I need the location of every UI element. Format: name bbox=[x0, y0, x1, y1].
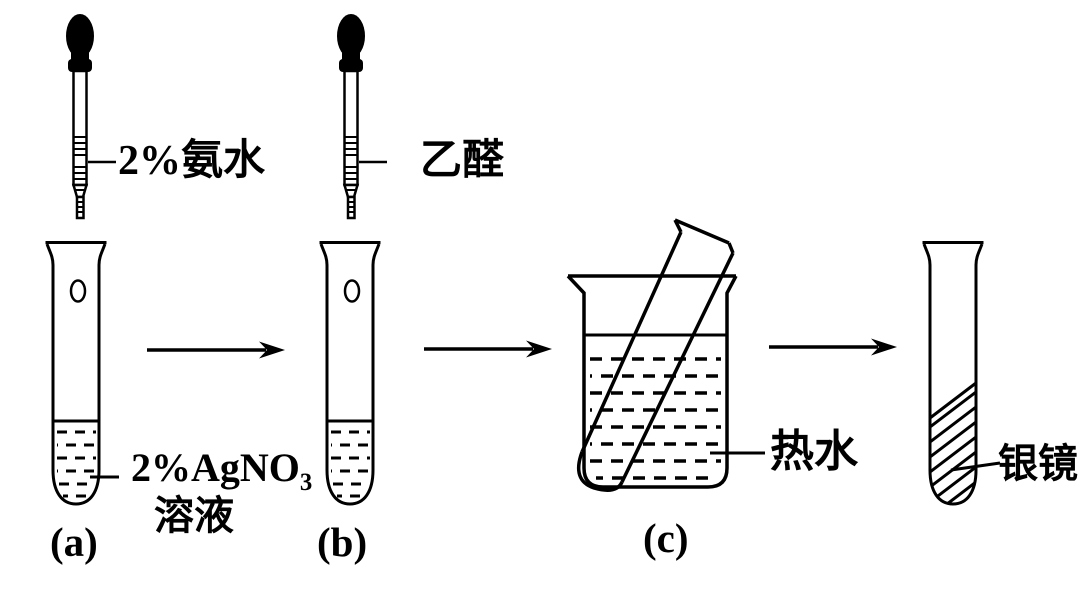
caption-a: (a) bbox=[50, 519, 98, 565]
test-tube-silver-mirror bbox=[921, 241, 1001, 506]
dropper-ammonia bbox=[64, 12, 118, 220]
dropper-acetaldehyde bbox=[335, 12, 389, 220]
label-solution: 溶液 bbox=[154, 493, 234, 538]
beaker-hot-water bbox=[566, 274, 738, 489]
label-hot-water: 热水 bbox=[770, 427, 858, 476]
arrow-2 bbox=[424, 340, 552, 358]
label-agno3-main: 2%AgNO bbox=[131, 445, 300, 490]
label-agno3: 2%AgNO3 bbox=[131, 448, 312, 496]
caption-b: (b) bbox=[317, 519, 368, 565]
label-acetaldehyde: 乙醛 bbox=[420, 138, 505, 184]
caption-c: (c) bbox=[643, 515, 689, 561]
test-tube-b bbox=[320, 243, 381, 505]
tilted-test-tube bbox=[577, 218, 735, 492]
arrow-1 bbox=[147, 341, 285, 359]
label-silver-mirror: 银镜 bbox=[998, 441, 1078, 486]
test-tube-a bbox=[46, 243, 107, 505]
label-agno3-subscript: 3 bbox=[299, 469, 313, 496]
leader-silver-mirror bbox=[950, 461, 1001, 472]
arrow-3 bbox=[769, 338, 897, 356]
label-ammonia: 2%氨水 bbox=[118, 138, 266, 184]
